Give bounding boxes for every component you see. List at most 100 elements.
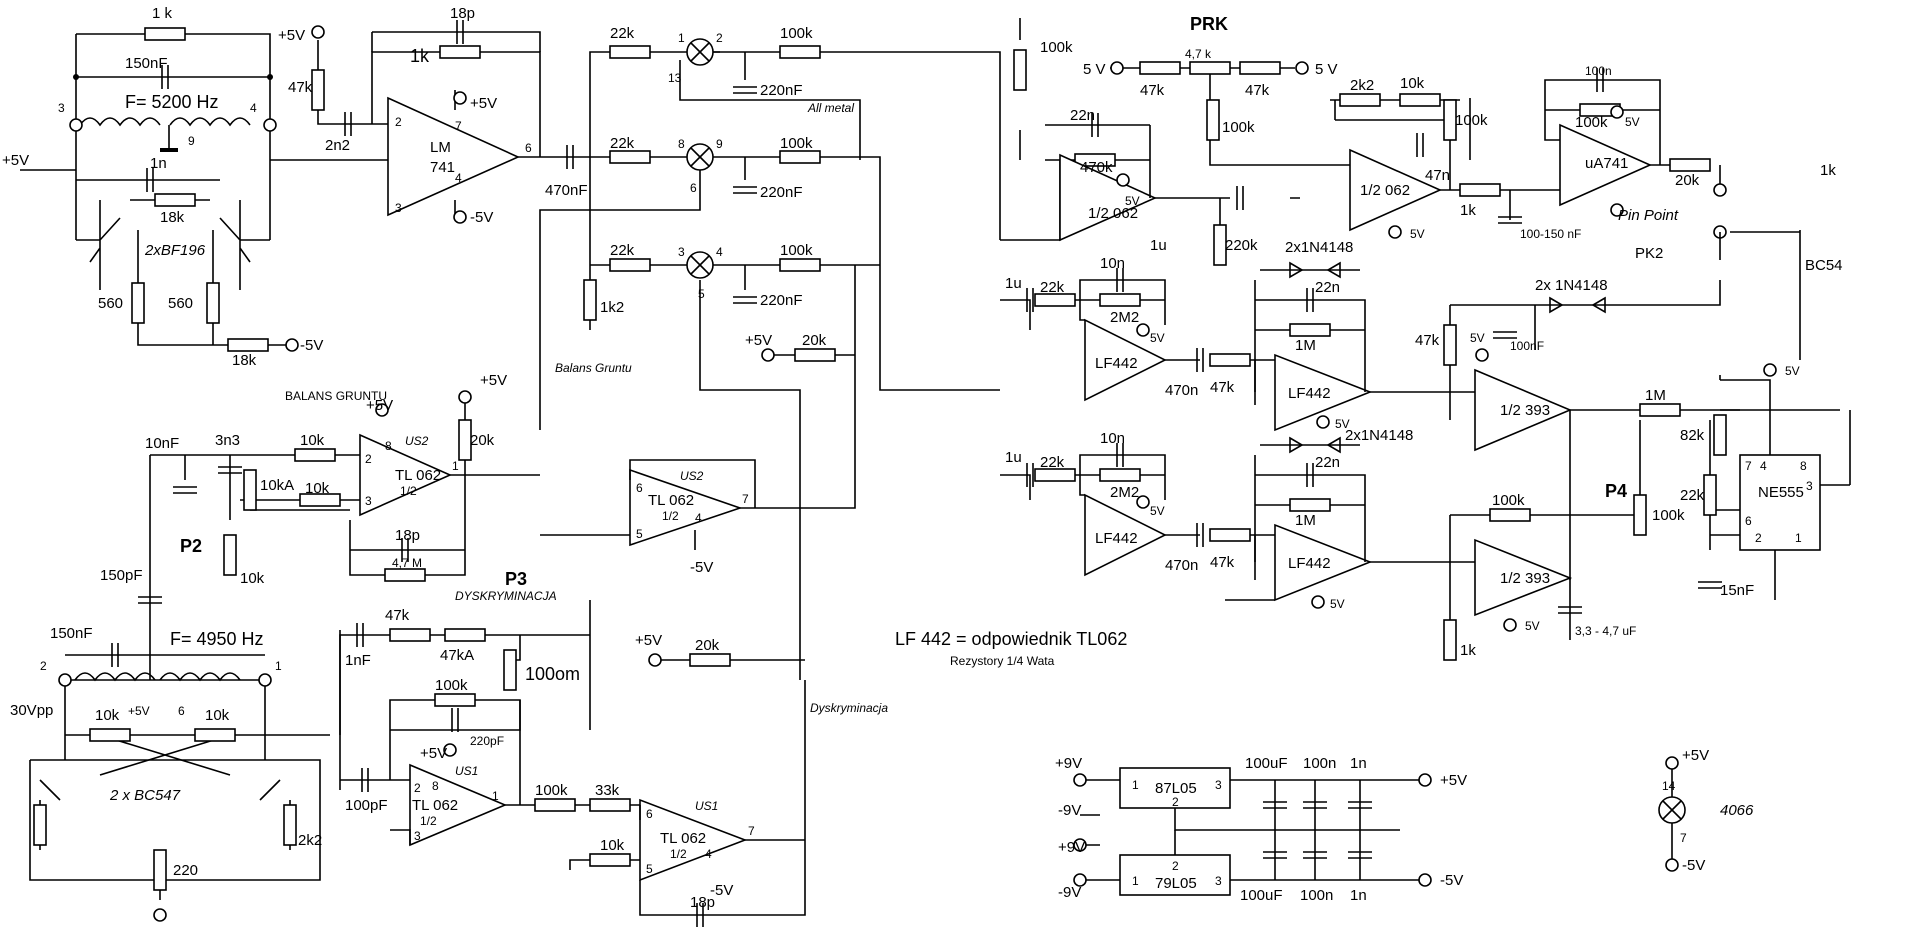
prk-v1-label: 5 V [1083, 61, 1106, 78]
op062a-c-fb-label: 22n [1070, 107, 1095, 124]
ua741-c-in-label: 100-150 nF [1520, 227, 1581, 241]
us2a-pin8: 8 [385, 439, 392, 453]
cd4066-pin14: 14 [1662, 779, 1676, 793]
lf1-r-in-label: 22k [1040, 279, 1065, 296]
lf1-c-in-label: 1u [1005, 275, 1022, 292]
lm741-vpos-label: +5V [470, 95, 497, 112]
us1a-c-fb-label: 220pF [470, 734, 504, 748]
us2a-balans-label: BALANS GRUNTU [285, 389, 387, 403]
opamp-ua741: uA741 100k 100n 5V 100-150 nF 20k Pin Po… [1497, 64, 1843, 360]
op062a-v-label: 5V [1125, 194, 1140, 208]
prk-r2-label: 47k [1245, 82, 1270, 99]
lf442-channel-4: 2x1N4148 22n 1M LF442 5V [1225, 427, 1450, 611]
us2b-pin5: 5 [636, 527, 643, 541]
sw-c1-label: 220nF [760, 82, 803, 99]
lm741-p6: 6 [525, 141, 532, 155]
lf3-r-in-label: 22k [1040, 454, 1065, 471]
us2b-pin4: 4 [695, 511, 702, 525]
opamp-us2b: TL 062 1/2 US2 -5V 20k +5V 6 5 7 4 [540, 265, 856, 576]
prk-r-fb-label: 100k [1222, 119, 1255, 136]
us2b-v-label: +5V [745, 332, 772, 349]
cd4066-name-label: 4066 [1720, 802, 1754, 819]
us2a-p2-label: P2 [180, 536, 202, 556]
op062b-r2-label: 100k [1455, 112, 1488, 129]
ne555-pin6: 6 [1745, 514, 1752, 528]
sw-c2-label: 220nF [760, 184, 803, 201]
us2b-name-label: TL 062 [648, 492, 694, 509]
ua741-pin-point-label: Pin Point [1618, 207, 1679, 224]
us2b-vneg-label: -5V [690, 559, 713, 576]
osc2-r1-label: 10k [95, 707, 120, 724]
us1a-name-label: TL 062 [412, 797, 458, 814]
lf3-name-label: LF442 [1095, 530, 1138, 547]
osc2-pin2: 2 [40, 659, 47, 673]
ne555-pin3: 3 [1806, 479, 1813, 493]
us1a-p3-label: P3 [505, 569, 527, 589]
osc2-r2-label: 10k [205, 707, 230, 724]
sw-p1: 1 [678, 31, 685, 45]
us1b-c-fb-label: 18p [690, 894, 715, 911]
ne555-name-label: NE555 [1758, 484, 1804, 501]
us2a-c-fb-label: 18p [395, 527, 420, 544]
us1a-r1-label: 47k [385, 607, 410, 624]
us2a-pot-label: 10kA [260, 477, 294, 494]
p4-label: P4 [1605, 481, 1627, 501]
lf442-channel-2: 2x1N4148 22n 1M LF442 5V [1254, 239, 1450, 432]
ne555-timer: NE555 82k 22k 15nF 5V 7 4 8 3 6 2 1 [1680, 363, 1851, 600]
regulator-79l05: 79L05 +9V -9V 100uF 100n 1n -5V 1 2 3 [1058, 830, 1463, 904]
oscillator-2: 150nF 150pF F= 4950 Hz 30Vpp 10k 10k 2 x… [10, 567, 341, 922]
ne555-r2-label: 22k [1680, 487, 1705, 504]
us1a-pot-label: 47kA [440, 647, 474, 664]
sw-r2-label: 22k [610, 135, 635, 152]
lf442-channel-1: 1u 22k 10n 2M2 LF442 5V 470n 47k [1000, 255, 1275, 405]
us1b-half-label: 1/2 [670, 847, 687, 861]
op062b-section: 1/2 062 2k2 10k 100k 47n 1k 5V [1300, 75, 1510, 241]
sw-r-out2-label: 100k [780, 135, 813, 152]
prk-v2-label: 5 V [1315, 61, 1338, 78]
ne555-c-label: 15nF [1720, 582, 1754, 599]
us2b-half-label: 1/2 [662, 509, 679, 523]
us1a-pin1: 1 [492, 789, 499, 803]
osc2-c-couple-label: 150pF [100, 567, 143, 584]
us1b-r2-label: 33k [595, 782, 620, 799]
osc1-r-mid-label: 18k [160, 209, 185, 226]
opamp-us1b: TL 062 1/2 US1 100k 33k 10k 18p -5V +5V … [530, 632, 806, 928]
sw-r3-label: 22k [610, 242, 635, 259]
osc1-r-e1-label: 560 [98, 295, 123, 312]
lm741-p3: 3 [395, 201, 402, 215]
us1b-pin7: 7 [748, 824, 755, 838]
notes: LF 442 = odpowiednik TL062 Rezystory 1/4… [895, 629, 1127, 668]
lf1-c-out-label: 470n [1165, 382, 1198, 399]
osc2-freq-label: F= 4950 Hz [170, 629, 264, 649]
us1a-dysk-label: DYSKRYMINACJA [455, 589, 557, 603]
us2b-r-label: 20k [802, 332, 827, 349]
osc1-pin3-label: 3 [58, 101, 65, 115]
ua741-v-label: 5V [1625, 115, 1640, 129]
lf1-r-fb-label: 2M2 [1110, 309, 1139, 326]
prk-r-top-label: 100k [1040, 39, 1073, 56]
us1b-r1-label: 100k [535, 782, 568, 799]
osc1-r-bias-label: 18k [232, 352, 257, 369]
osc1-pin4-label: 4 [250, 101, 257, 115]
osc2-c-top-label: 150nF [50, 625, 93, 642]
lm741-c-in-label: 2n2 [325, 137, 350, 154]
lf4-c-label: 22n [1315, 454, 1340, 471]
op062b-name-label: 1/2 062 [1360, 182, 1410, 199]
lm741-p4: 4 [455, 171, 462, 185]
reg1-name-label: 87L05 [1155, 780, 1197, 797]
cmp2-c-label: 3,3 - 4,7 uF [1575, 624, 1636, 638]
us1a-pin2: 2 [414, 781, 421, 795]
oscillator-1: 1 k 150nF F= 5200 Hz 1n 18k 2xBF196 560 … [2, 5, 323, 369]
reg1-vout-label: +5V [1440, 772, 1467, 789]
ne555-pin2: 2 [1755, 531, 1762, 545]
us2a-r2-label: 10k [305, 480, 330, 497]
us1b-r3-label: 10k [600, 837, 625, 854]
lm741-c-fb-label: 18p [450, 5, 475, 22]
lf2-name-label: LF442 [1288, 385, 1331, 402]
op062a-c-out-label: 1u [1150, 237, 1167, 254]
osc1-c-top-label: 150nF [125, 55, 168, 72]
ne555-v-label: 5V [1785, 364, 1800, 378]
osc2-r-c-label: 2k2 [298, 832, 322, 849]
us2a-vtop-label: +5V [480, 372, 507, 389]
osc2-vmid: +5V [128, 704, 150, 718]
